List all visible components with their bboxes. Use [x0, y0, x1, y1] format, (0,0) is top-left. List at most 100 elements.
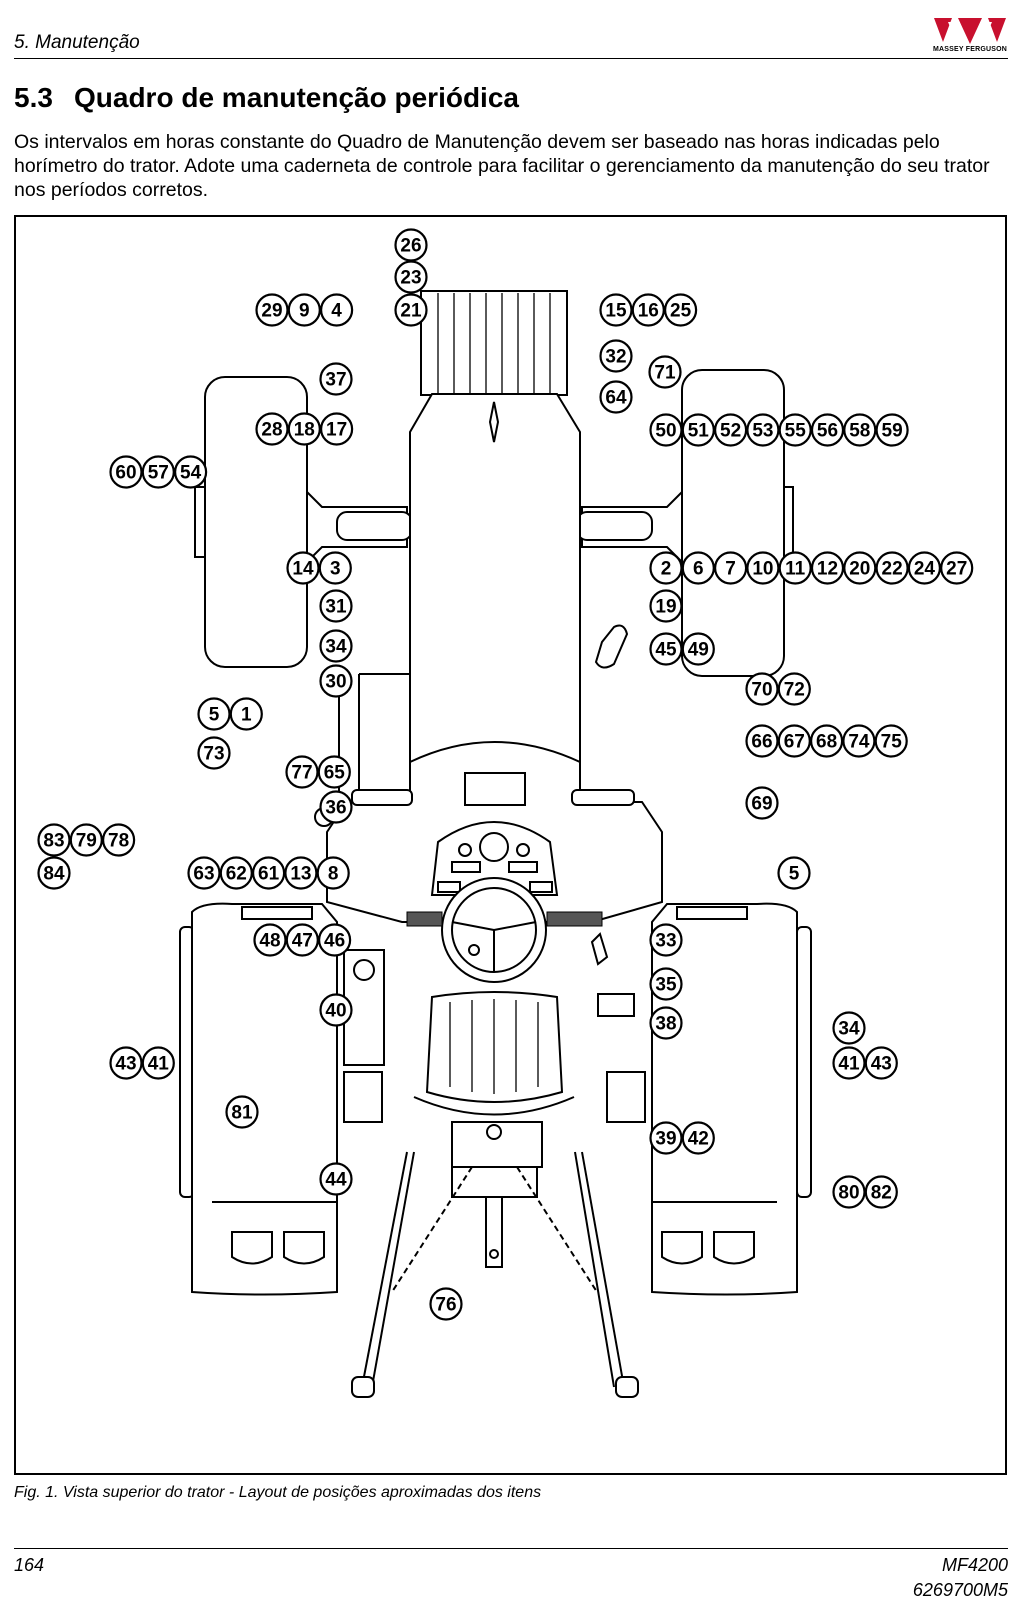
- callout-circle: [810, 551, 845, 585]
- callout-circle: [109, 455, 143, 489]
- callout-group-g69: 69: [745, 786, 779, 820]
- callout-circle: [778, 551, 812, 585]
- callout-circle: [394, 293, 428, 327]
- callout-circle: [746, 413, 780, 447]
- callout-circle: [649, 923, 683, 957]
- callout-circle: [681, 551, 715, 585]
- callout-circle: [255, 412, 289, 446]
- callout-number: 9: [299, 301, 310, 322]
- triple-triangle-logo-icon: [934, 18, 1006, 44]
- tractor-illustration: [179, 290, 812, 1398]
- callout-number: 64: [605, 388, 627, 409]
- callout-number: 78: [108, 831, 129, 852]
- callout-number: 52: [720, 421, 741, 442]
- callout-group-g40: 40: [319, 993, 353, 1027]
- callout-circle: [141, 455, 175, 489]
- callout-circle: [197, 736, 231, 770]
- callout-circle: [287, 412, 321, 446]
- callout-circle: [284, 856, 318, 890]
- callout-number: 58: [849, 421, 870, 442]
- callout-number: 18: [294, 420, 315, 441]
- footer-divider: [14, 1548, 1008, 1549]
- callout-group-g81: 81: [225, 1095, 259, 1129]
- callout-circle: [843, 413, 877, 447]
- callout-number: 83: [43, 831, 64, 852]
- callout-number: 56: [817, 421, 838, 442]
- callout-group-g21: 21: [394, 293, 428, 327]
- callout-number: 59: [882, 421, 903, 442]
- callout-number: 10: [752, 559, 773, 580]
- callout-circle: [907, 551, 942, 585]
- callout-circle: [319, 629, 353, 663]
- callout-number: 69: [751, 794, 772, 815]
- callout-circle: [649, 1121, 683, 1155]
- callout-circle: [681, 1121, 715, 1155]
- section-number: 5.3: [14, 82, 53, 113]
- callout-circle: [285, 923, 319, 957]
- callout-group-g32: 32: [599, 339, 633, 373]
- callout-number: 12: [817, 559, 838, 580]
- callout-circle: [317, 755, 351, 789]
- callout-number: 37: [325, 370, 346, 391]
- callout-circle: [874, 724, 908, 758]
- callout-number: 17: [326, 420, 347, 441]
- callout-number: 14: [292, 559, 314, 580]
- callout-number: 38: [655, 1014, 676, 1035]
- callout-circle: [648, 355, 682, 389]
- callout-group-g76: 76: [429, 1287, 463, 1321]
- callout-number: 49: [688, 640, 709, 661]
- callout-circle: [681, 632, 715, 666]
- callout-number: 13: [290, 864, 311, 885]
- callout-number: 1: [241, 705, 252, 726]
- callout-number: 63: [193, 864, 214, 885]
- figure-caption: Fig. 1. Vista superior do trator - Layou…: [14, 1484, 542, 1501]
- section-title-text: Quadro de manutenção periódica: [74, 82, 519, 113]
- callout-circle: [649, 632, 683, 666]
- callout-number: 5: [789, 864, 800, 885]
- callout-number: 36: [325, 798, 346, 819]
- callout-number: 20: [849, 559, 870, 580]
- callout-number: 4: [331, 301, 342, 322]
- callout-number: 34: [838, 1019, 860, 1040]
- callout-number: 40: [325, 1001, 346, 1022]
- callout-number: 80: [838, 1183, 859, 1204]
- callout-number: 8: [328, 864, 339, 885]
- callout-group-g73: 73: [197, 736, 231, 770]
- callout-circle: [69, 823, 103, 857]
- callout-circle: [285, 755, 319, 789]
- tractor-top-view-drawing: 2623212994151625326471372818175051525355…: [37, 228, 974, 1398]
- callout-number: 32: [605, 347, 626, 368]
- callout-circle: [713, 413, 748, 447]
- callout-circle: [229, 697, 263, 731]
- callout-number: 55: [785, 421, 807, 442]
- callout-number: 71: [654, 363, 676, 384]
- callout-number: 68: [816, 732, 837, 753]
- callout-circle: [875, 413, 909, 447]
- callout-group-g37: 37: [319, 362, 353, 396]
- callout-group-g30: 30: [319, 664, 353, 698]
- callout-number: 74: [848, 732, 870, 753]
- callout-number: 27: [946, 559, 967, 580]
- callout-number: 41: [148, 1054, 170, 1075]
- callout-circle: [101, 823, 136, 857]
- callout-number: 72: [784, 680, 805, 701]
- callout-number: 30: [325, 672, 346, 693]
- callout-group-g31: 31: [319, 589, 353, 623]
- callout-circle: [832, 1011, 866, 1045]
- callout-number: 54: [180, 463, 202, 484]
- callout-circle: [875, 551, 909, 585]
- callout-circle: [663, 293, 698, 327]
- callout-circle: [745, 672, 779, 706]
- model-name: MF4200: [941, 1555, 1008, 1575]
- callout-number: 41: [838, 1054, 860, 1075]
